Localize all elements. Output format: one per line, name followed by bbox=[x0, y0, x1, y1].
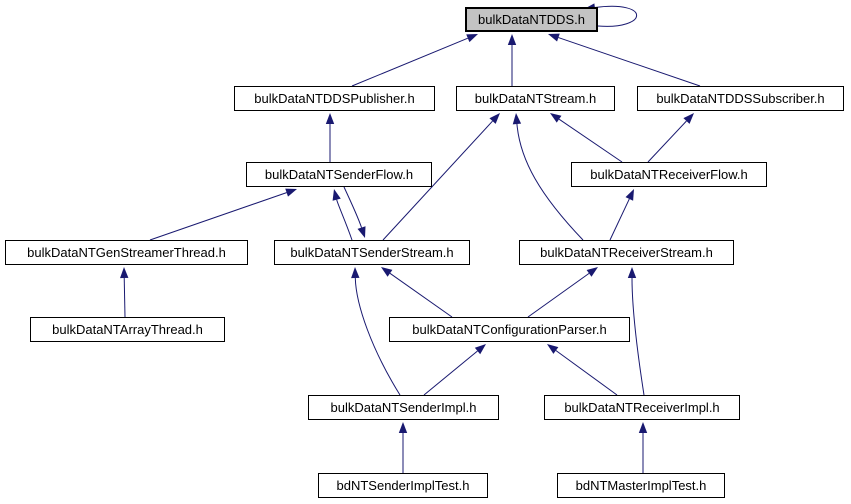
edge-receiverimpl-to-receiverstream bbox=[631, 277, 645, 396]
node-label: bulkDataNTConfigurationParser.h bbox=[412, 322, 607, 337]
arrowhead-senderimpl-to-configparser bbox=[474, 344, 486, 355]
edge-publisher-to-dds bbox=[351, 37, 469, 87]
node-label: bulkDataNTReceiverImpl.h bbox=[564, 400, 720, 415]
node-sendertest[interactable]: bdNTSenderImplTest.h bbox=[318, 473, 488, 498]
node-subscriber[interactable]: bulkDataNTDDSSubscriber.h bbox=[637, 86, 844, 111]
node-senderstream[interactable]: bulkDataNTSenderStream.h bbox=[274, 240, 470, 265]
arrowhead-configparser-to-senderstream bbox=[381, 267, 393, 277]
node-label: bulkDataNTDDSSubscriber.h bbox=[656, 91, 825, 106]
edge-senderflow-to-senderstream bbox=[343, 186, 362, 228]
node-receiverstream[interactable]: bulkDataNTReceiverStream.h bbox=[519, 240, 734, 265]
arrowhead-mastertest-to-receiverimpl bbox=[638, 422, 648, 433]
edge-genstreamer-to-senderflow bbox=[149, 192, 287, 241]
arrowhead-arraythread-to-genstreamer bbox=[120, 267, 129, 279]
edge-configparser-to-receiverstream bbox=[527, 272, 590, 318]
node-mastertest[interactable]: bdNTMasterImplTest.h bbox=[557, 473, 725, 498]
edge-receiverflow-to-subscriber bbox=[647, 120, 687, 163]
arrowhead-receiverstream-to-receiverflow bbox=[625, 189, 634, 201]
node-label: bulkDataNTReceiverStream.h bbox=[540, 245, 713, 260]
edge-dds-to-dds bbox=[594, 5, 638, 27]
arrowhead-receiverflow-to-stream bbox=[550, 113, 562, 123]
edge-senderimpl-to-configparser bbox=[423, 350, 478, 396]
arrowhead-subscriber-to-dds bbox=[548, 33, 560, 42]
node-label: bulkDataNTReceiverFlow.h bbox=[590, 167, 748, 182]
edge-arraythread-to-genstreamer bbox=[123, 277, 126, 318]
node-label: bulkDataNTStream.h bbox=[474, 91, 597, 106]
node-genstreamer[interactable]: bulkDataNTGenStreamerThread.h bbox=[5, 240, 248, 265]
node-senderimpl[interactable]: bulkDataNTSenderImpl.h bbox=[308, 395, 499, 420]
node-label: bulkDataNTGenStreamerThread.h bbox=[27, 245, 226, 260]
node-label: bdNTMasterImplTest.h bbox=[575, 478, 707, 493]
node-publisher[interactable]: bulkDataNTDDSPublisher.h bbox=[234, 86, 435, 111]
arrowhead-receiverflow-to-subscriber bbox=[683, 113, 694, 124]
node-receiverflow[interactable]: bulkDataNTReceiverFlow.h bbox=[571, 162, 767, 187]
node-senderflow[interactable]: bulkDataNTSenderFlow.h bbox=[246, 162, 432, 187]
edge-receiverimpl-to-configparser bbox=[555, 350, 618, 396]
edge-receiverstream-to-receiverflow bbox=[609, 198, 630, 241]
arrowhead-receiverimpl-to-configparser bbox=[547, 344, 559, 354]
node-stream[interactable]: bulkDataNTStream.h bbox=[456, 86, 615, 111]
edge-subscriber-to-dds bbox=[558, 37, 701, 87]
node-label: bulkDataNTDDSPublisher.h bbox=[254, 91, 415, 106]
node-label: bulkDataNTSenderImpl.h bbox=[330, 400, 477, 415]
arrowhead-receiverstream-to-stream bbox=[512, 113, 522, 125]
node-label: bulkDataNTSenderFlow.h bbox=[264, 167, 414, 182]
edge-senderstream-to-senderflow bbox=[336, 199, 353, 241]
arrowhead-publisher-to-dds bbox=[466, 34, 478, 43]
node-receiverimpl[interactable]: bulkDataNTReceiverImpl.h bbox=[544, 395, 740, 420]
arrowhead-senderflow-to-senderstream bbox=[357, 226, 366, 238]
arrowhead-senderstream-to-stream bbox=[489, 113, 500, 124]
node-label: bulkDataNTSenderStream.h bbox=[290, 245, 454, 260]
edge-configparser-to-senderstream bbox=[389, 272, 453, 318]
arrowhead-senderimpl-to-senderstream bbox=[351, 267, 360, 279]
arrowhead-senderflow-to-publisher bbox=[325, 113, 335, 124]
arrowhead-sendertest-to-senderimpl bbox=[398, 422, 408, 433]
arrowhead-receiverimpl-to-receiverstream bbox=[627, 267, 637, 278]
node-label: bulkDataNTArrayThread.h bbox=[52, 322, 203, 337]
node-label: bdNTSenderImplTest.h bbox=[336, 478, 470, 493]
arrowhead-genstreamer-to-senderflow bbox=[285, 188, 297, 197]
node-label: bulkDataNTDDS.h bbox=[478, 12, 585, 27]
edge-receiverflow-to-stream bbox=[558, 118, 623, 163]
arrowhead-senderstream-to-senderflow bbox=[332, 189, 341, 201]
node-configparser[interactable]: bulkDataNTConfigurationParser.h bbox=[389, 317, 630, 342]
arrowhead-configparser-to-receiverstream bbox=[586, 267, 598, 277]
arrowhead-stream-to-dds bbox=[507, 34, 517, 45]
node-dds: bulkDataNTDDS.h bbox=[465, 7, 598, 32]
node-arraythread[interactable]: bulkDataNTArrayThread.h bbox=[30, 317, 225, 342]
